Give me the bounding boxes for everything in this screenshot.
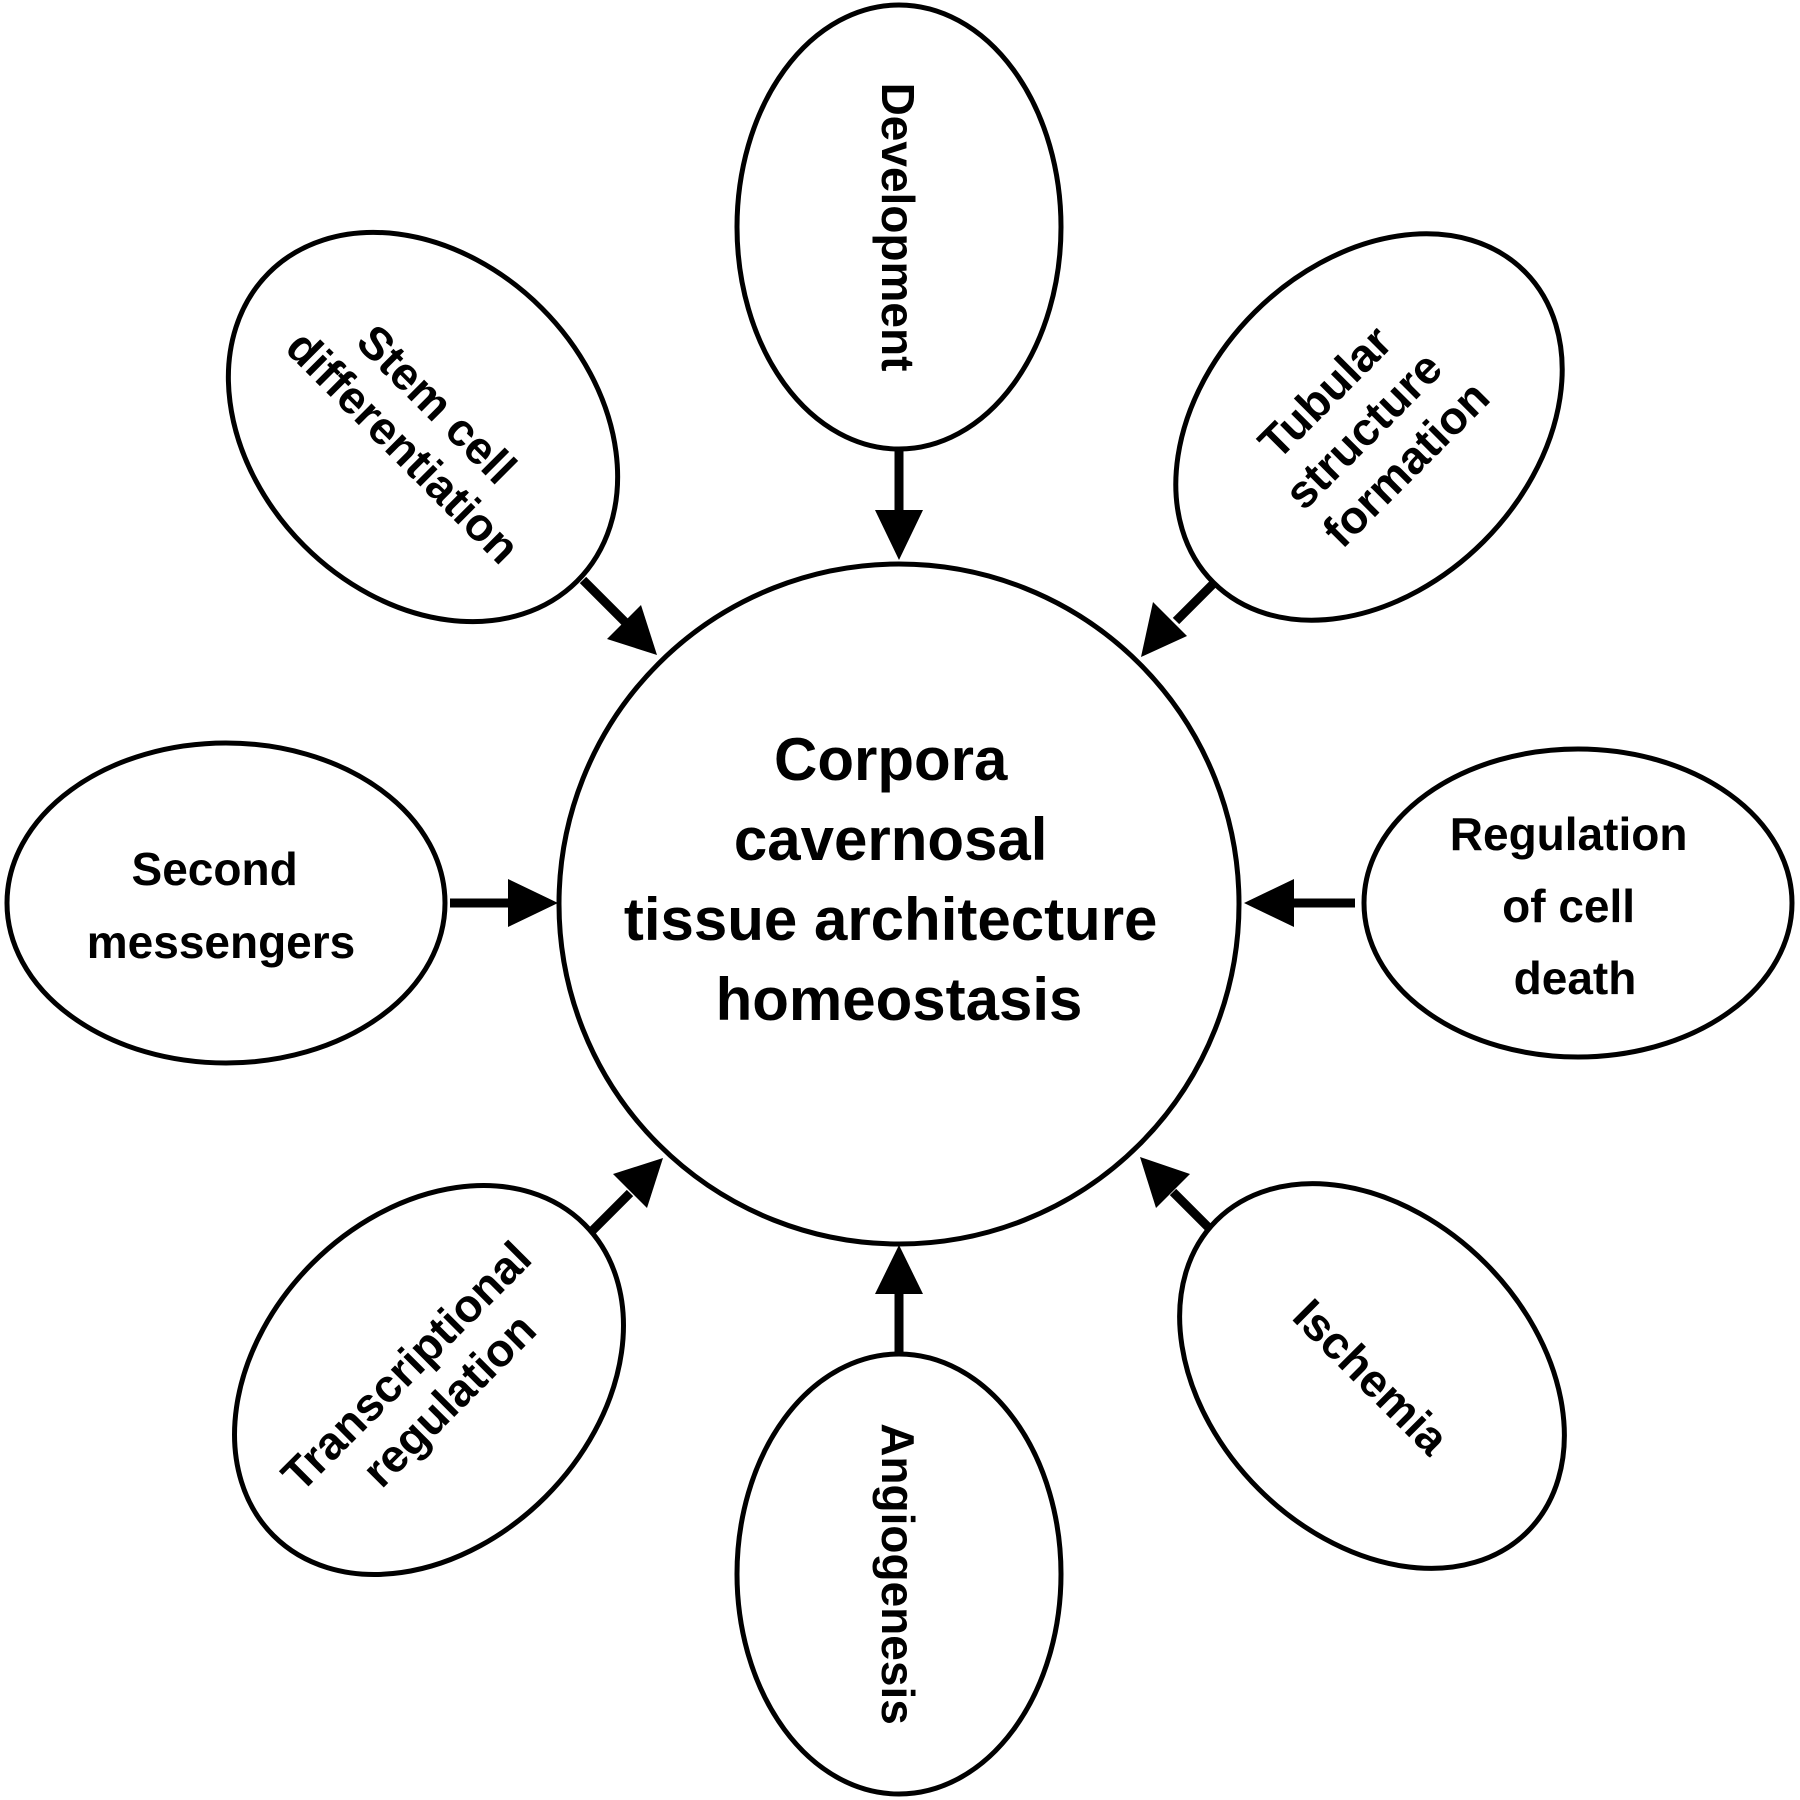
second-messengers-label-line: Second	[132, 843, 298, 895]
cell-death-ellipse	[1361, 746, 1795, 1060]
cell-death-label: Regulation of cell death	[1450, 808, 1700, 1004]
transcriptional-ellipse	[232, 1183, 626, 1577]
arrow-development	[875, 450, 923, 560]
cell-death-label-line: of cell	[1502, 880, 1635, 932]
angiogenesis-label-line: Angiogenesis	[872, 1423, 924, 1725]
central-label-line: tissue architecture	[624, 886, 1158, 953]
cell-death-label-line: death	[1514, 952, 1637, 1004]
arrow-cell-death	[1244, 879, 1355, 927]
arrow-stem-cell	[579, 576, 657, 655]
node-second-messengers: Second messengers	[4, 740, 448, 1066]
central-label-line: cavernosal	[734, 806, 1048, 873]
node-tubular-structure-formation: Tubular structure formation	[1173, 231, 1565, 623]
arrow-tubular	[1141, 579, 1218, 657]
node-ischemia: Ischemia	[1177, 1181, 1567, 1571]
stem-cell-ellipse	[225, 229, 621, 625]
arrow-ischemia	[1140, 1157, 1218, 1237]
second-messengers-label-line: messengers	[87, 916, 356, 968]
development-ellipse	[734, 2, 1064, 452]
arrow-transcriptional	[583, 1158, 663, 1240]
central-node: Corpora cavernosal tissue architecture h…	[556, 561, 1242, 1247]
arrow-second-messengers	[450, 879, 558, 927]
node-regulation-of-cell-death: Regulation of cell death	[1361, 746, 1795, 1060]
node-stem-cell-differentiation: Stem cell differentiation	[225, 229, 621, 625]
node-development: Development	[734, 2, 1064, 452]
central-label-line: homeostasis	[716, 966, 1083, 1033]
development-label: Development	[872, 83, 924, 372]
arrow-angiogenesis	[875, 1245, 923, 1353]
central-label: Corpora cavernosal tissue architecture h…	[624, 726, 1174, 1033]
node-angiogenesis: Angiogenesis	[734, 1351, 1064, 1797]
tubular-ellipse	[1173, 231, 1565, 623]
cell-death-label-line: Regulation	[1450, 808, 1688, 860]
central-label-line: Corpora	[774, 726, 1008, 793]
ischemia-ellipse	[1177, 1181, 1567, 1571]
angiogenesis-label: Angiogenesis	[872, 1423, 924, 1725]
development-label-line: Development	[872, 83, 924, 372]
angiogenesis-ellipse	[734, 1351, 1064, 1797]
central-circle	[556, 561, 1242, 1247]
node-transcriptional-regulation: Transcriptional regulation	[232, 1183, 626, 1577]
second-messengers-ellipse	[4, 740, 448, 1066]
second-messengers-label: Second messengers	[87, 843, 356, 968]
